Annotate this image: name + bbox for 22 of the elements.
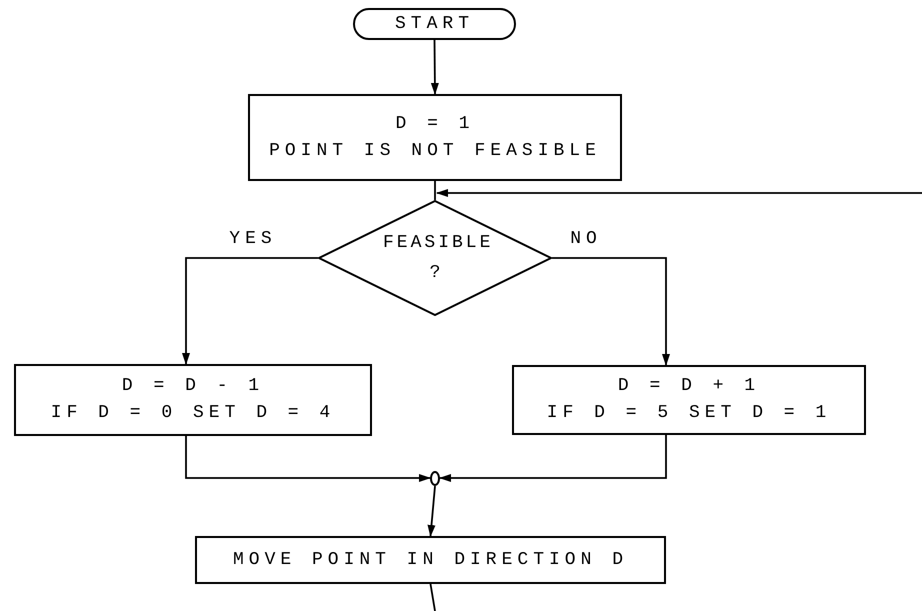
arrow — [430, 40, 439, 95]
arrow — [182, 257, 318, 365]
node-text: IF D = 0 SET D = 4 — [50, 402, 336, 425]
process-box — [195, 536, 666, 584]
arrow — [436, 189, 922, 197]
node-text: D = D - 1 — [122, 375, 264, 398]
node-text: D = D + 1 — [618, 375, 760, 398]
process-box — [14, 364, 372, 436]
process-box — [248, 94, 622, 181]
node-text: POINT IS NOT FEASIBLE — [269, 140, 601, 162]
arrow — [552, 257, 670, 366]
process-box — [512, 365, 866, 435]
arrow — [428, 486, 436, 537]
node-text: MOVE POINT IN DIRECTION D — [232, 548, 628, 572]
node-text: FEASIBLE ? — [382, 232, 490, 285]
terminal-box — [353, 8, 516, 40]
node-text: IF D = 5 SET D = 1 — [546, 402, 832, 425]
arrow — [439, 435, 667, 482]
node-text: D = 1 — [395, 112, 474, 136]
node-text: START — [394, 12, 474, 36]
arrow — [185, 436, 431, 482]
junction-circle — [430, 471, 440, 486]
